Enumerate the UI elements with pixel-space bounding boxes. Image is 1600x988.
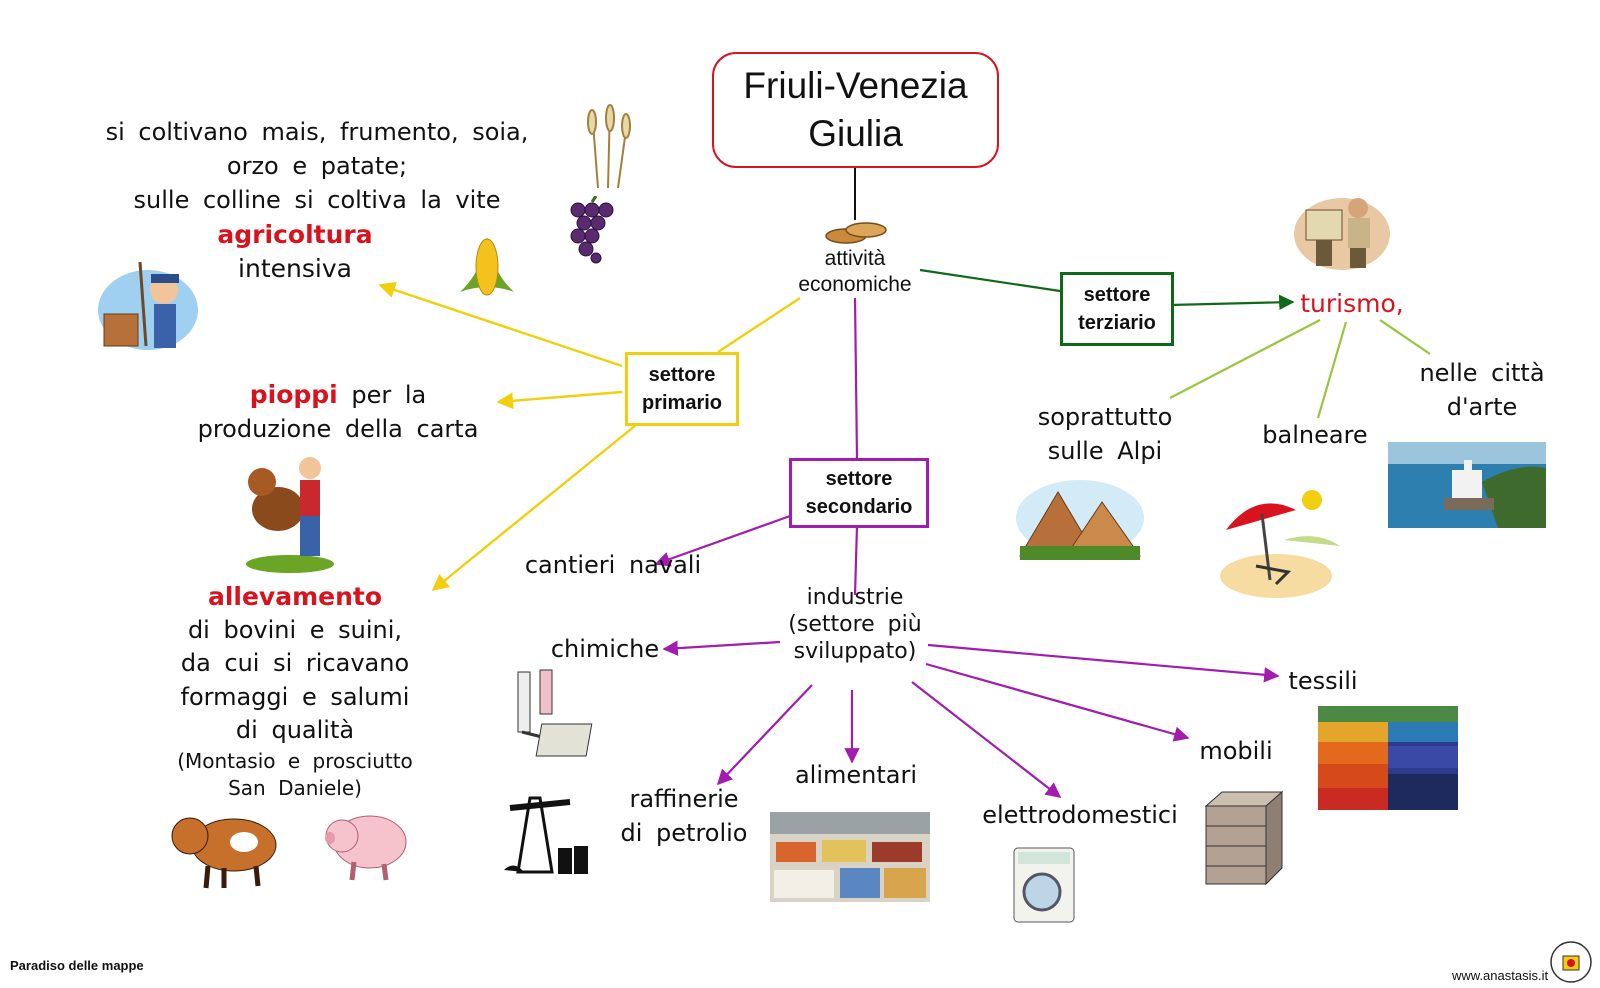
footer-left-credit: Paradiso delle mappe xyxy=(10,958,144,973)
sector-primary-box[interactable]: settore primario xyxy=(625,352,739,426)
crops-text: si coltivano mais, frumento, soia, orzo … xyxy=(105,118,529,214)
appliances-label: elettrodomestici xyxy=(982,801,1178,829)
cow-farmer-icon xyxy=(240,454,340,578)
refineries-label: raffinerie di petrolio xyxy=(620,785,748,847)
washing-machine-icon xyxy=(1012,846,1076,928)
link-primary-breeding xyxy=(431,424,637,592)
sector-secondary-label: settore secondario xyxy=(805,468,913,518)
breeding-text: allevamento di bovini e suini, da cui si… xyxy=(150,580,440,802)
link-industries-textiles xyxy=(927,643,1280,683)
link-industries-appliances xyxy=(911,681,1062,798)
agriculture-label: agricoltura intensiva xyxy=(190,218,400,286)
chemical-label: chimiche xyxy=(550,635,660,663)
alps-label: soprattutto sulle Alpi xyxy=(1037,403,1173,465)
seaside-label: balneare xyxy=(1262,421,1368,449)
breeding-description: di bovini e suini, da cui si ricavano fo… xyxy=(180,615,410,745)
textiles-label: tessili xyxy=(1288,667,1358,695)
supermappe-logo xyxy=(1548,940,1594,988)
tourism-label: turismo, xyxy=(1300,289,1404,318)
poplars-rest: per la xyxy=(337,381,427,409)
agriculture-keyword: agricoltura xyxy=(217,220,373,249)
map-title-box[interactable]: Friuli-Venezia Giulia xyxy=(712,52,999,168)
furniture-label: mobili xyxy=(1199,737,1273,765)
industries-text: industrie (settore più sviluppato) xyxy=(788,585,922,664)
agriculture-sub: intensiva xyxy=(238,254,352,283)
link-primary-agriculture xyxy=(378,281,623,368)
link-center-secondary xyxy=(853,297,859,459)
link-tourism-seaside xyxy=(1316,321,1348,419)
beach-umbrella-icon xyxy=(1216,480,1346,604)
mountains-icon xyxy=(1014,478,1146,568)
poplars-keyword: pioppi xyxy=(249,380,338,409)
oil-derrick-icon xyxy=(500,790,596,884)
castle-sea-image xyxy=(1388,442,1546,532)
sector-secondary-box[interactable]: settore secondario xyxy=(789,458,929,528)
link-center-primary xyxy=(717,296,801,354)
breeding-note: (Montasio e prosciutto San Daniele) xyxy=(177,748,413,800)
industries-label: industrie (settore più sviluppato) xyxy=(770,584,940,665)
sector-tertiary-box[interactable]: settore terziario xyxy=(1060,272,1174,346)
link-secondary-shipyards xyxy=(654,514,791,567)
cow-icon xyxy=(164,800,284,894)
coins-icon xyxy=(820,218,892,252)
link-tourism-art xyxy=(1379,319,1431,355)
wheat-icon xyxy=(578,100,638,194)
map-title: Friuli-Venezia Giulia xyxy=(743,65,968,154)
footer-right-url[interactable]: www.anastasis.it xyxy=(1452,968,1549,983)
link-center-tertiary xyxy=(919,268,1061,293)
art-cities-label: nelle città d'arte xyxy=(1419,359,1545,421)
shipyards-label: cantieri navali xyxy=(524,551,702,579)
link-tourism-alps xyxy=(1169,319,1321,399)
food-label: alimentari xyxy=(794,761,918,789)
lab-equipment-icon xyxy=(514,666,606,766)
link-industries-refineries xyxy=(716,684,813,786)
corn-icon xyxy=(452,232,522,306)
link-industries-furniture xyxy=(925,662,1190,742)
grapes-icon xyxy=(566,195,616,268)
link-primary-poplars xyxy=(496,390,623,410)
link-industries-chemical xyxy=(662,640,781,656)
poplars-line2: produzione della carta xyxy=(197,415,479,443)
pig-icon xyxy=(322,800,412,889)
sector-primary-label: settore primario xyxy=(641,364,723,414)
drawer-cabinet-icon xyxy=(1200,788,1284,892)
breeding-keyword: allevamento xyxy=(207,582,383,611)
farmer-icon xyxy=(96,252,200,356)
tourists-icon xyxy=(1292,190,1392,274)
textile-swatches-image xyxy=(1318,706,1458,814)
sector-tertiary-label: settore terziario xyxy=(1078,284,1156,334)
poplars-text: pioppi per la produzione della carta xyxy=(178,378,498,446)
food-market-image xyxy=(770,812,930,906)
central-node[interactable]: attività economiche xyxy=(798,247,912,296)
link-secondary-industries xyxy=(853,525,859,596)
link-tertiary-tourism xyxy=(1169,294,1295,311)
